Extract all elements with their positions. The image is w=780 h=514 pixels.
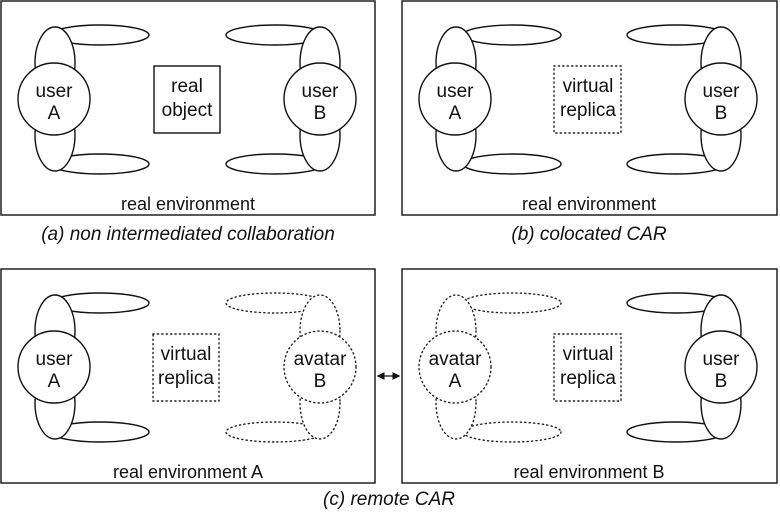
object-box (153, 65, 221, 134)
environment-box (401, 268, 778, 484)
figure-label-line2: B (314, 103, 327, 124)
user-b-figure: user B (626, 292, 758, 443)
replica-label-line1: virtual (563, 76, 614, 97)
replica-label-line2: replica (560, 368, 616, 389)
environment-box (0, 268, 376, 484)
replica-label-line1: virtual (563, 344, 614, 365)
panel-c-left: user A virtual replica avatar B real env… (0, 268, 376, 484)
figure-label-line1: user (302, 81, 340, 102)
replica-label-line2: replica (560, 100, 616, 121)
virtual-replica: virtual replica (152, 333, 220, 402)
virtual-replica: virtual replica (553, 65, 622, 134)
replica-label-line2: replica (158, 368, 214, 389)
figure-label-line2: A (48, 103, 61, 124)
avatar-a-figure: avatar A (418, 292, 562, 443)
figure-label-line1: avatar (294, 349, 347, 370)
user-a-figure: user A (17, 292, 150, 443)
panel-caption: (a) non intermediated collaboration (41, 224, 335, 245)
user-b-figure: user B (626, 24, 758, 175)
user-a-figure: user A (418, 24, 562, 175)
environment-label: real environment B (513, 462, 664, 482)
figure-label-line2: A (449, 371, 462, 392)
object-label-line1: real (171, 76, 203, 97)
environment-box (401, 0, 778, 216)
avatar-b-figure: avatar B (225, 292, 357, 443)
environment-label: real environment (522, 194, 656, 214)
figure-label-line2: B (715, 103, 728, 124)
replica-label-line1: virtual (161, 344, 212, 365)
real-object: real object (153, 65, 221, 134)
user-a-figure: user A (17, 24, 150, 175)
panel-caption-c: (c) remote CAR (323, 489, 455, 510)
virtual-replica: virtual replica (553, 333, 622, 402)
environment-label: real environment (121, 194, 255, 214)
figure-label-line1: user (703, 81, 741, 102)
figure-label-line1: avatar (429, 349, 482, 370)
figure-label-line1: user (703, 349, 741, 370)
figure-label-line1: user (437, 81, 475, 102)
figure-label-line1: user (36, 349, 74, 370)
panel-b: user A virtual replica user B real envir… (401, 0, 778, 245)
environment-label: real environment A (113, 462, 263, 482)
figure-label-line2: B (314, 371, 327, 392)
panel-a: user A real object user B real environme… (0, 0, 376, 245)
figure-label-line2: B (715, 371, 728, 392)
figure-label-line2: A (48, 371, 61, 392)
head-circle (17, 62, 91, 136)
panel-c-right: avatar A virtual replica user B real env… (401, 268, 778, 484)
environment-box (0, 0, 376, 216)
figure-label-line1: user (36, 81, 74, 102)
object-label-line2: object (162, 100, 213, 121)
user-b-figure: user B (225, 24, 357, 175)
panel-caption: (b) colocated CAR (511, 224, 667, 245)
figure-label-line2: A (449, 103, 462, 124)
